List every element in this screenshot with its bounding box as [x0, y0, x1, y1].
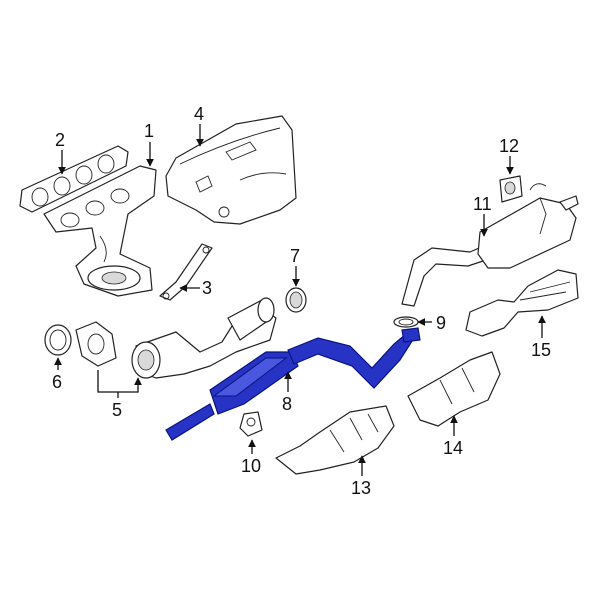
center-pipe-resonator-part[interactable] — [165, 327, 421, 441]
gasket-ring-part[interactable] — [44, 324, 72, 356]
callout-1: 1 — [144, 121, 154, 141]
callout-2: 2 — [55, 130, 65, 150]
catalytic-converter-part[interactable] — [131, 297, 277, 379]
manifold-gasket-part[interactable] — [19, 145, 129, 213]
hanger-insulator-part[interactable] — [499, 175, 523, 203]
callout-labels: 1 2 3 4 5 6 7 8 9 10 11 12 13 14 15 — [52, 104, 551, 498]
leader-lines — [54, 124, 546, 476]
exhaust-manifold-part[interactable] — [43, 165, 157, 297]
callout-14: 14 — [443, 438, 463, 458]
callout-13: 13 — [351, 478, 371, 498]
callout-9: 9 — [436, 313, 446, 333]
callout-11: 11 — [473, 194, 492, 214]
muffler-part[interactable] — [401, 183, 579, 307]
center-heat-shield-part[interactable] — [407, 351, 501, 427]
rubber-hanger-part[interactable] — [239, 411, 263, 437]
ring-gasket-part[interactable] — [285, 287, 307, 313]
callout-8: 8 — [282, 394, 292, 414]
callout-6: 6 — [52, 372, 62, 392]
callout-10: 10 — [241, 456, 261, 476]
callout-12: 12 — [499, 136, 519, 156]
callout-7: 7 — [290, 246, 300, 266]
bracket-part[interactable] — [159, 243, 213, 301]
callout-15: 15 — [531, 340, 551, 360]
front-heat-shield-part[interactable] — [275, 405, 395, 475]
manifold-heat-shield-part[interactable] — [165, 115, 297, 225]
flange-gasket-part[interactable] — [75, 321, 117, 367]
tail-gasket-part[interactable] — [393, 316, 419, 328]
rear-heat-shield-part[interactable] — [465, 269, 579, 337]
callout-5: 5 — [112, 400, 122, 420]
callout-4: 4 — [194, 104, 204, 124]
callout-3: 3 — [202, 278, 212, 298]
